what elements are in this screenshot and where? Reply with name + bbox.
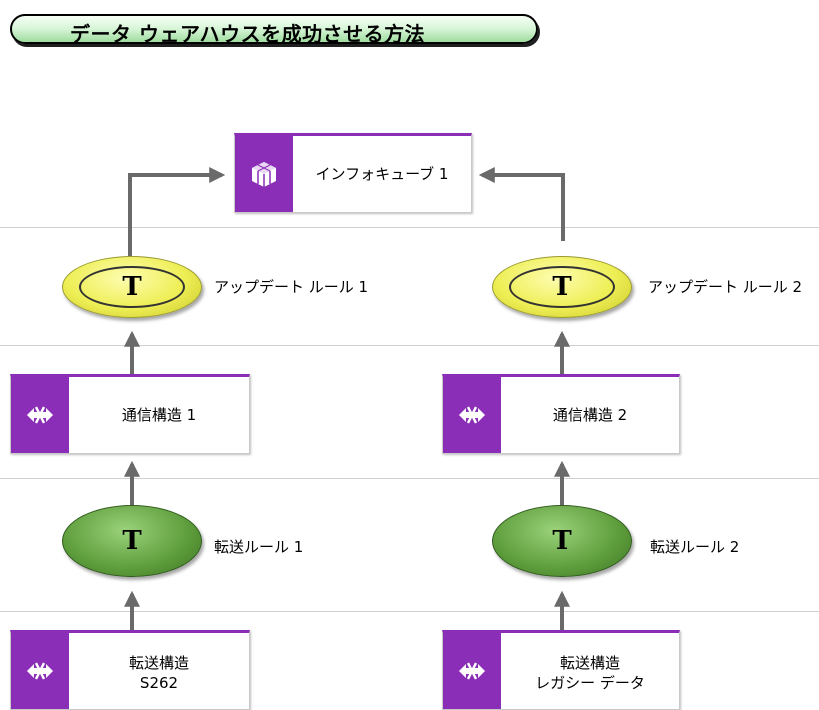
transfer-rule-2-node[interactable]: T	[492, 505, 632, 577]
update-rule-1-letter: T	[122, 272, 142, 302]
cube-icon	[235, 136, 293, 212]
comm-structure-2-label: 通信構造 2	[552, 406, 628, 424]
transfer-structure-1-node[interactable]: 転送構造 S262	[10, 630, 250, 710]
transfer-structure-1-subtitle: S262	[139, 674, 179, 692]
transfer-structure-2-node[interactable]: 転送構造 レガシー データ	[442, 630, 680, 710]
transfer-icon	[11, 377, 69, 453]
lane-divider	[0, 478, 819, 479]
infocube-label: インフォキューブ 1	[315, 165, 449, 183]
transfer-rule-1-letter: T	[122, 526, 142, 556]
comm-structure-1-label: 通信構造 1	[121, 406, 197, 424]
transfer-rule-1-node[interactable]: T	[62, 505, 202, 577]
transfer-structure-1-title: 転送構造	[128, 654, 189, 672]
update-rule-1-node[interactable]: T	[62, 256, 202, 318]
transfer-rule-1-label: 転送ルール 1	[214, 538, 304, 556]
update-rule-1-label: アップデート ルール 1	[214, 278, 369, 296]
infocube-node[interactable]: インフォキューブ 1	[234, 133, 472, 213]
transfer-icon	[443, 377, 501, 453]
transfer-icon	[443, 633, 501, 709]
update-rule-2-node[interactable]: T	[492, 256, 632, 318]
transfer-rule-2-label: 転送ルール 2	[650, 538, 740, 556]
arrow-update-rule-2-to-infocube	[478, 167, 565, 241]
transfer-structure-2-subtitle: レガシー データ	[535, 674, 645, 692]
transfer-icon	[11, 633, 69, 709]
lane-divider	[0, 345, 819, 346]
diagram-title: データ ウェアハウスを成功させる方法	[70, 22, 426, 46]
comm-structure-1-node[interactable]: 通信構造 1	[10, 374, 250, 454]
transfer-rule-2-letter: T	[552, 526, 572, 556]
lane-divider	[0, 227, 819, 228]
arrow-update-rule-1-to-infocube	[128, 167, 226, 256]
update-rule-2-label: アップデート ルール 2	[648, 278, 803, 296]
update-rule-2-letter: T	[552, 272, 572, 302]
diagram-title-banner: データ ウェアハウスを成功させる方法	[10, 14, 538, 46]
lane-divider	[0, 611, 819, 612]
transfer-structure-2-title: 転送構造	[559, 654, 620, 672]
comm-structure-2-node[interactable]: 通信構造 2	[442, 374, 680, 454]
